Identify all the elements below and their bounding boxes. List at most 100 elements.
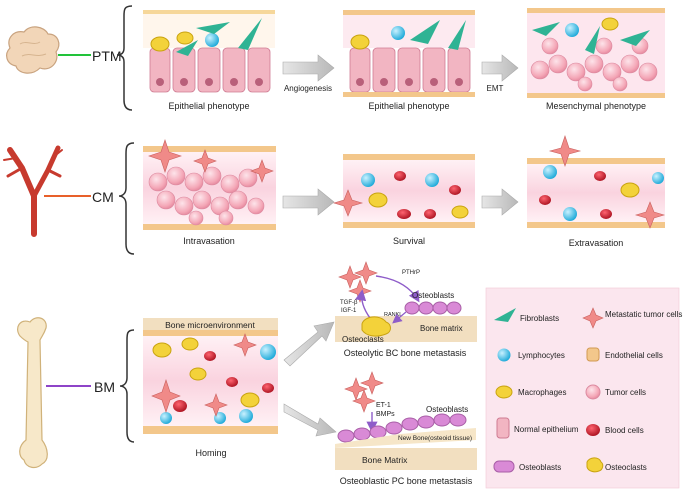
legend-item-osteoclasts: Osteoclasts [586,457,647,473]
legend-label: Lymphocytes [518,351,565,360]
metastatic-tumor-cell-icon [582,307,604,329]
osteoblast-icon [432,301,448,315]
lymphocyte-icon [425,173,439,187]
legend-item-lymphocytes: Lymphocytes [497,348,565,362]
macrophage-icon [240,392,260,408]
blood-cell-icon [394,171,406,181]
angiogenesis-label: Angiogenesis [284,84,332,93]
legend-item-macrophages: Macrophages [495,385,566,399]
new-bone-label: New Bone(osteoid tissue) [398,435,472,442]
igf-label: IGF-1 [341,308,357,314]
fibroblast-icon [494,308,516,322]
legend-item-metastatic-tumor-cells: Metastatic tumor cells [582,307,682,329]
primary-tumor-icon [6,26,60,74]
cm-arrow-1 [282,188,335,216]
lymphocyte-icon [205,33,219,47]
homing-caption: Homing [195,448,226,458]
pthrp-arrow [375,275,420,303]
pthrp-label: PTHrP [402,270,420,276]
bm-arrow-up [283,321,335,367]
angiogenesis-arrow: Angiogenesis [282,54,335,93]
new-bone-layer [335,428,476,448]
rankl-arrow [392,311,407,324]
metastatic-tumor-cell-icon [250,159,274,183]
legend-item-osteoblasts: Osteoblasts [493,460,561,473]
lymphocyte-icon [563,207,577,221]
ptm-panel-1-caption: Epithelial phenotype [168,101,249,111]
legend-item-fibroblasts: Fibroblasts [494,308,559,323]
legend-label: Tumor cells [605,388,646,397]
macrophage-icon [368,192,388,208]
osteoblast-icon [401,417,419,431]
metastatic-tumor-cell-icon [548,135,582,167]
blood-cell-icon [586,424,600,436]
fibroblast-icon [585,26,600,54]
lymphocyte-icon [497,348,511,362]
osteoblast-icon [417,415,435,429]
macrophage-icon [152,342,172,358]
emt-arrow: EMT [481,54,519,93]
lymphocyte-icon [391,26,405,40]
legend-label: Macrophages [518,388,566,397]
legend-item-tumor-cells: Tumor cells [585,384,646,400]
osteoblast-icon [385,421,403,435]
legend-label: Normal epithelium [514,425,579,434]
osteoblast-icon [449,413,467,427]
lymphocyte-icon [543,165,557,179]
fibroblast-icon [448,20,466,50]
macrophage-icon [350,34,370,50]
osteoblastic-caption: Osteoblastic PC bone metastasis [340,476,473,486]
bm-panel-osteolytic: PTHrP TGF-β IGF-1 Osteoblasts RANKL Oste… [335,261,477,358]
lymphocyte-icon [652,172,664,184]
blood-cell-icon [173,400,187,412]
fibroblast-icon [410,20,440,44]
ptm-panel-epithelial-2: Epithelial phenotype [343,10,475,111]
bm-panel-osteoblastic: ET-1 BMPs Osteoblasts New Bone(osteoid t… [335,371,477,486]
bm-brace [119,329,135,443]
osteolytic-caption: Osteolytic BC bone metastasis [344,348,467,358]
metastatic-tumor-cell-icon [148,139,182,173]
fibroblast-icon [176,40,198,56]
epithelial-cell-row [149,47,271,93]
cm-panel-2-caption: Survival [393,236,425,246]
osteoblast-icon [353,427,371,441]
cm-panel-3-caption: Extravasation [569,238,624,248]
metastatic-tumor-cell-icon [348,279,372,303]
fibroblast-icon [620,30,650,46]
ptm-panel-3-caption: Mesenchymal phenotype [546,101,646,111]
macrophage-icon [150,36,170,52]
ptm-brace [116,5,133,111]
blood-cell-icon [424,209,436,219]
macrophage-icon [451,205,469,219]
metastatic-tumor-cell-icon [233,333,257,357]
cm-brace [118,142,135,255]
blood-cell-icon [226,377,238,387]
macrophage-icon [620,182,640,198]
osteoblast-row [404,301,462,315]
osteoblast-icon [369,425,387,439]
cm-panel-1-caption: Intravasation [183,236,235,246]
normal-epithelium-icon [496,417,510,439]
osteoclast-icon [361,316,391,337]
ptm-panel-mesenchymal: Mesenchymal phenotype [527,8,665,111]
tgf-arrow [355,289,371,319]
metastatic-tumor-cell-icon [332,189,364,217]
macrophage-icon [495,385,513,399]
metastatic-tumor-cell-icon [634,201,666,229]
cm-panel-survival: Survival [332,154,475,246]
legend-label: Metastatic tumor cells [605,310,682,319]
osteoblast-icon [433,413,451,427]
osteoblast-icon [493,460,515,473]
lymphocyte-icon [361,173,375,187]
tgf-beta-label: TGF-β [340,300,358,306]
osteoblast-icon [337,429,355,443]
macrophage-icon [176,31,194,45]
legend: Fibroblasts Metastatic tumor cells Lymph… [485,287,682,489]
osteoclast-icon [586,457,604,473]
metastatic-tumor-cell-icon [193,149,217,173]
macrophage-icon [181,337,199,351]
blood-vessel-icon [3,145,63,237]
macrophage-icon [601,17,619,31]
ptm-row-label: PTM [92,48,122,64]
bone-icon [17,317,48,469]
